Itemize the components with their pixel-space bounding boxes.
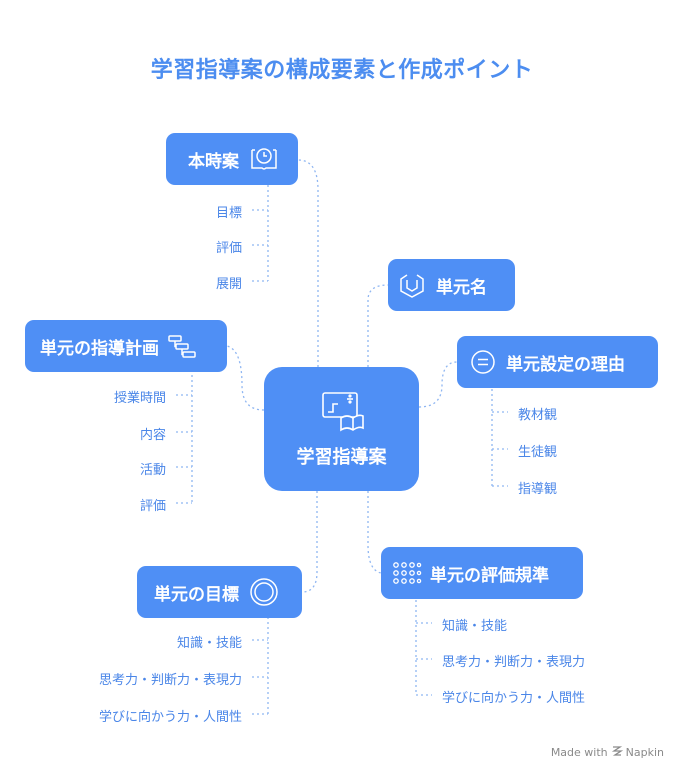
branch-label: 本時案 — [188, 151, 239, 172]
page-title: 学習指導案の構成要素と作成ポイント — [150, 58, 534, 83]
leaf-item: 評価 — [215, 241, 242, 256]
leaf-item: 展開 — [215, 277, 242, 292]
branch-label: 単元の指導計画 — [40, 338, 159, 359]
dot-grid-icon — [392, 561, 422, 585]
leaf-item: 知識・技能 — [176, 636, 242, 651]
branch-label: 単元名 — [436, 277, 487, 298]
leaf-item: 生徒観 — [518, 445, 558, 460]
gantt-icon — [167, 332, 197, 360]
made-with-text: Made with — [550, 746, 608, 759]
branch-shidoukeikaku[interactable]: 単元の指導計画 — [25, 320, 227, 372]
leaf-item: 指導観 — [518, 482, 558, 497]
branch-settei[interactable]: 単元設定の理由 — [457, 336, 658, 388]
target-icon — [249, 577, 279, 607]
napkin-logo-icon — [611, 745, 623, 760]
clock-book-icon — [249, 145, 279, 173]
leaf-item: 思考力・判断力・表現力 — [442, 655, 586, 670]
center-label: 学習指導案 — [296, 446, 387, 468]
leaf-item: 思考力・判断力・表現力 — [98, 673, 242, 688]
leaf-item: 教材観 — [518, 408, 558, 423]
leaf-item: 内容 — [139, 428, 166, 443]
leaf-item: 目標 — [215, 206, 242, 221]
leaf-item: 活動 — [139, 463, 166, 478]
brand-name: Napkin — [625, 746, 664, 759]
leaf-item: 知識・技能 — [442, 619, 508, 634]
branch-hyoukakijun[interactable]: 単元の評価規準 — [381, 547, 583, 599]
equals-circle-icon — [470, 349, 496, 375]
branch-tangenmei[interactable]: 単元名 — [388, 259, 515, 311]
branch-label: 単元の評価規準 — [430, 565, 549, 586]
footer-credit[interactable]: Made with Napkin — [551, 745, 664, 760]
leaf-item: 授業時間 — [113, 391, 166, 406]
branch-mokuhyou[interactable]: 単元の目標 — [137, 566, 302, 618]
leaf-item: 学びに向かう力・人間性 — [98, 710, 242, 725]
leaf-item: 学びに向かう力・人間性 — [442, 691, 586, 706]
branch-honjian[interactable]: 本時案 — [166, 133, 298, 185]
branch-label: 単元設定の理由 — [506, 354, 625, 375]
lesson-plan-icon — [319, 390, 365, 437]
cube-icon — [398, 271, 426, 299]
center-node[interactable]: 学習指導案 — [264, 367, 419, 491]
leaf-item: 評価 — [139, 499, 166, 514]
branch-label: 単元の目標 — [154, 584, 239, 605]
